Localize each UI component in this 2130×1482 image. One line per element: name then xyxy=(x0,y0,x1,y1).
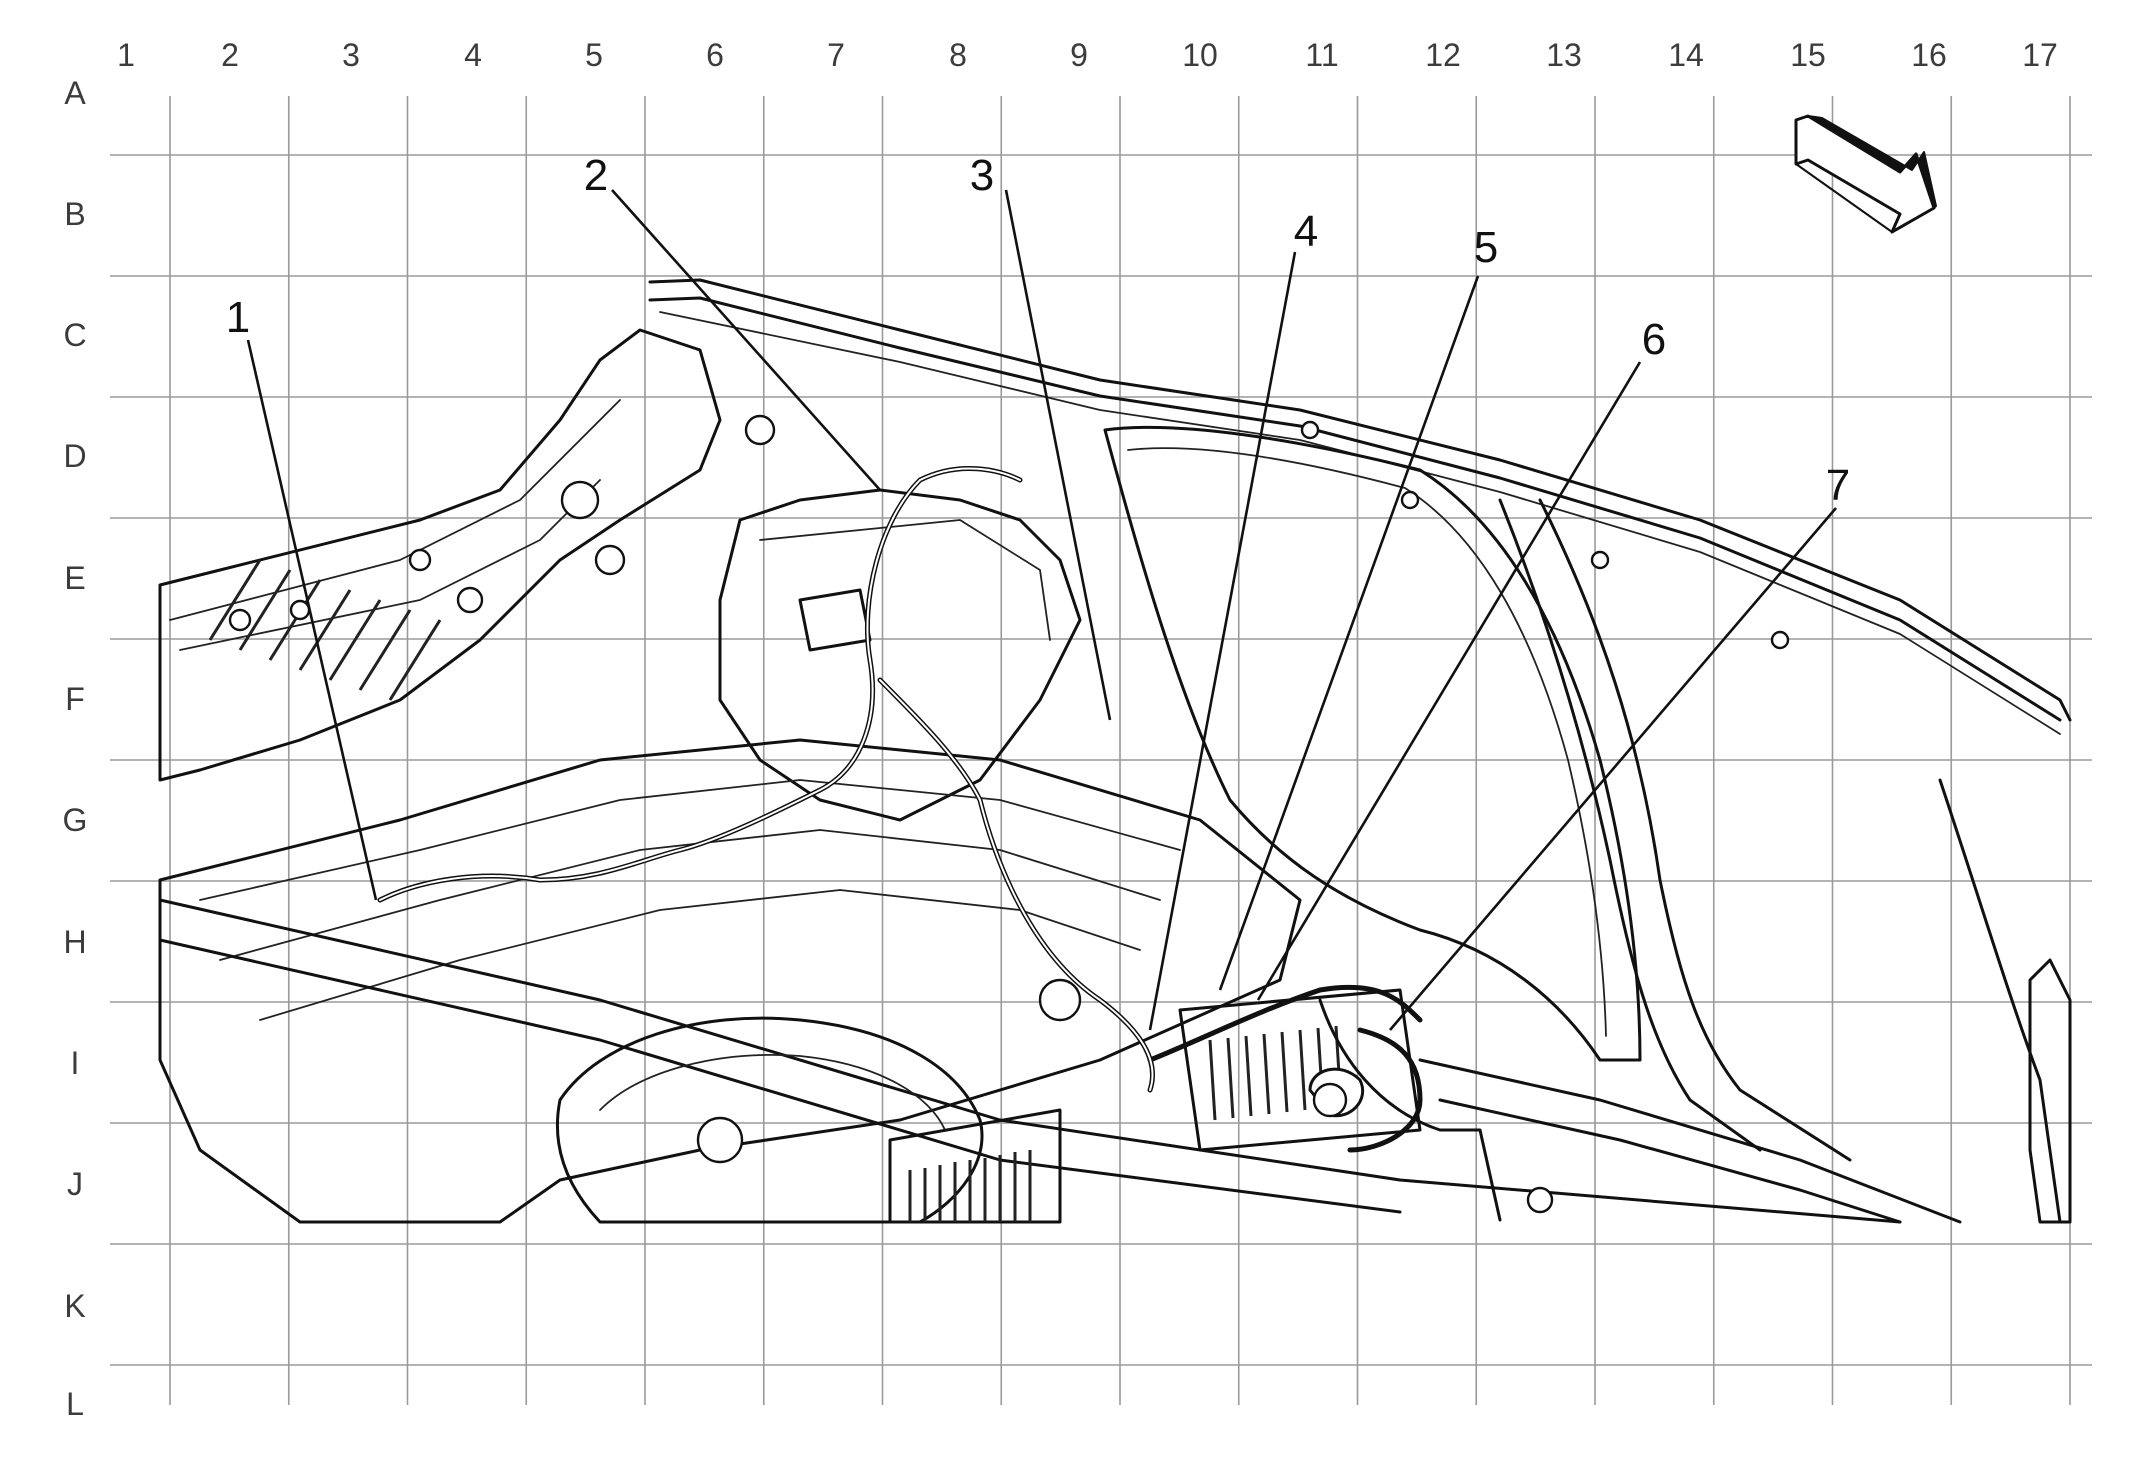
row-label: J xyxy=(67,1166,83,1202)
callout-numbers: 1 2 3 4 5 6 7 xyxy=(226,151,1850,510)
callout-2: 2 xyxy=(584,151,608,200)
leader-line-5 xyxy=(1218,275,1480,991)
callout-leader-lines xyxy=(246,189,1837,1031)
callout-5: 5 xyxy=(1474,223,1498,272)
vehicle-body-structure xyxy=(158,278,2072,1224)
row-label: C xyxy=(63,317,86,353)
col-label: 13 xyxy=(1546,37,1582,73)
col-label: 6 xyxy=(706,37,724,73)
col-label: 15 xyxy=(1790,37,1826,73)
col-label: 4 xyxy=(464,37,482,73)
row-label: F xyxy=(65,681,85,717)
col-label: 8 xyxy=(949,37,967,73)
side-panel-ribs xyxy=(208,559,442,701)
wiring-harness xyxy=(377,466,1423,1153)
col-label: 7 xyxy=(827,37,845,73)
reference-grid xyxy=(110,96,2092,1405)
row-label: E xyxy=(64,560,85,596)
leader-line-7 xyxy=(1389,507,1837,1031)
row-label: I xyxy=(71,1045,80,1081)
row-label: G xyxy=(63,802,88,838)
col-label: 2 xyxy=(221,37,239,73)
leader-line-1 xyxy=(246,339,378,901)
leader-line-4 xyxy=(1148,251,1297,1031)
column-labels: 1 2 3 4 5 6 7 8 9 10 11 12 13 14 15 16 1… xyxy=(117,37,2058,73)
row-label: L xyxy=(66,1386,84,1422)
col-label: 5 xyxy=(585,37,603,73)
col-label: 3 xyxy=(342,37,360,73)
row-label: K xyxy=(64,1288,85,1324)
row-labels: A B C D E F G H I J K L xyxy=(63,75,88,1422)
callout-7: 7 xyxy=(1826,461,1850,510)
col-label: 11 xyxy=(1305,37,1338,73)
col-label: 10 xyxy=(1182,37,1218,73)
row-label: A xyxy=(64,75,86,111)
direction-arrow-icon xyxy=(1794,114,1937,234)
col-label: 1 xyxy=(117,37,135,73)
leader-line-6 xyxy=(1256,361,1642,1001)
leader-line-2 xyxy=(611,189,881,491)
row-label: D xyxy=(63,438,86,474)
col-label: 12 xyxy=(1425,37,1461,73)
leader-line-3 xyxy=(1004,189,1112,721)
col-label: 14 xyxy=(1668,37,1704,73)
callout-3: 3 xyxy=(970,151,994,200)
col-label: 16 xyxy=(1911,37,1947,73)
callout-4: 4 xyxy=(1294,207,1318,256)
row-label: B xyxy=(64,196,85,232)
col-label: 9 xyxy=(1070,37,1088,73)
row-label: H xyxy=(63,924,86,960)
callout-1: 1 xyxy=(226,293,250,342)
col-label: 17 xyxy=(2022,37,2058,73)
callout-6: 6 xyxy=(1642,315,1666,364)
